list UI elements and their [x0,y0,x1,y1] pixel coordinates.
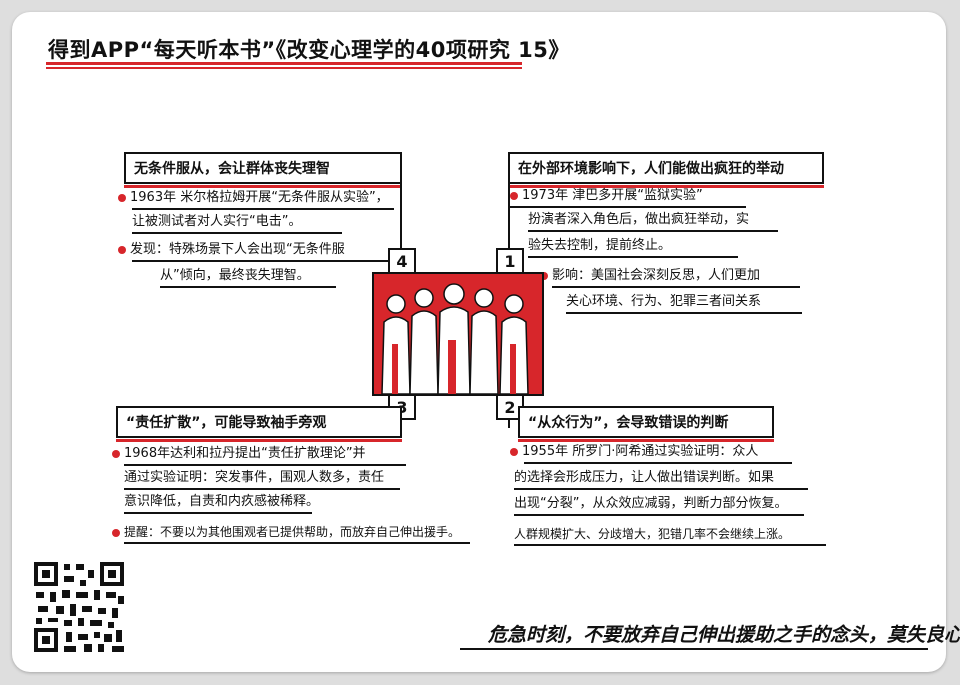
section-2-line-1: 1955年 所罗门·阿希通过实验证明：众人 [510,444,758,460]
underline [124,464,406,466]
bullet-icon [112,449,120,458]
qr-code [32,560,126,654]
section-4-number: 4 [388,248,416,274]
section-1-heading-box: 在外部环境影响下，人们能做出疯狂的举动 [508,152,824,188]
section-4-line-1: 1963年 米尔格拉姆开展“无条件服从实验”， [118,190,389,206]
section-2-heading-box: “从众行为”，会导致错误的判断 [518,406,774,442]
underline [132,208,394,210]
section-1-number: 1 [496,248,524,274]
underline [124,488,400,490]
underline [524,462,792,464]
title-underline-2 [46,67,522,69]
section-3-line-3: 意识降低，自责和内疚感被稀释。 [124,494,320,509]
section-3-line-2: 通过实验证明：突发事件，围观人数多，责任 [124,470,385,485]
underline [552,286,800,288]
underline [528,256,738,258]
section-1-line-2: 扮演者深入角色后，做出疯狂举动，实 [528,212,750,227]
underline [160,286,336,288]
section-1-line-3: 验失去控制，提前终止。 [528,238,672,253]
qr-code-icon [32,560,126,654]
underline [514,544,826,546]
underline [514,514,804,516]
section-4-heading: 无条件服从，会让群体丧失理智 [134,161,330,177]
bullet-icon [510,191,518,200]
title-underline [46,62,522,65]
bullet-icon [510,447,518,456]
section-4-line-3: 发现：特殊场景下人会出现“无条件服 [118,242,345,258]
crowd-illustration [372,272,544,396]
bullet-icon [540,271,548,280]
section-3-heading: “责任扩散”，可能导致袖手旁观 [126,415,327,431]
footer-quote: 危急时刻，不要放弃自己伸出援助之手的念头，莫失良心！ [488,624,960,646]
section-3-heading-box: “责任扩散”，可能导致袖手旁观 [116,406,402,442]
underline [132,232,342,234]
underline [124,542,470,544]
underline [514,488,808,490]
underline [528,230,778,232]
bullet-icon [112,528,120,537]
section-3-line-4: 提醒：不要以为其他围观者已提供帮助，而放弃自己伸出援手。 [112,524,460,540]
connector-4 [400,166,402,272]
section-3-line-1: 1968年达利和拉丹提出“责任扩散理论”并 [112,446,366,462]
page-title: 得到APP“每天听本书”《改变心理学的40项研究 15》 [48,38,570,62]
section-2-line-2: 的选择会形成压力，让人做出错误判断。如果 [514,470,775,485]
section-2-heading: “从众行为”，会导致错误的判断 [528,415,729,431]
underline [124,512,312,514]
section-4-heading-box: 无条件服从，会让群体丧失理智 [124,152,402,188]
bullet-icon [118,193,126,202]
footer-underline [460,648,928,650]
section-1-line-4: 影响：美国社会深刻反思，人们更加 [540,268,760,284]
section-4-line-2: 让被测试者对人实行“电击”。 [132,214,302,229]
bullet-icon [118,245,126,254]
section-1-line-5: 关心环境、行为、犯罪三者间关系 [566,294,762,309]
connector-1 [508,166,510,272]
underline [566,312,802,314]
section-2-line-4: 人群规模扩大、分歧增大，犯错几率不会继续上涨。 [514,527,791,541]
crowd-icon [381,283,529,394]
underline [510,206,746,208]
section-1-line-1: 1973年 津巴多开展“监狱实验” [510,188,703,204]
underline [132,260,394,262]
section-4-line-4: 从”倾向，最终丧失理智。 [160,268,310,283]
section-1-heading: 在外部环境影响下，人们能做出疯狂的举动 [518,161,784,177]
section-2-line-3: 出现“分裂”，从众效应减弱，判断力部分恢复。 [514,496,788,511]
